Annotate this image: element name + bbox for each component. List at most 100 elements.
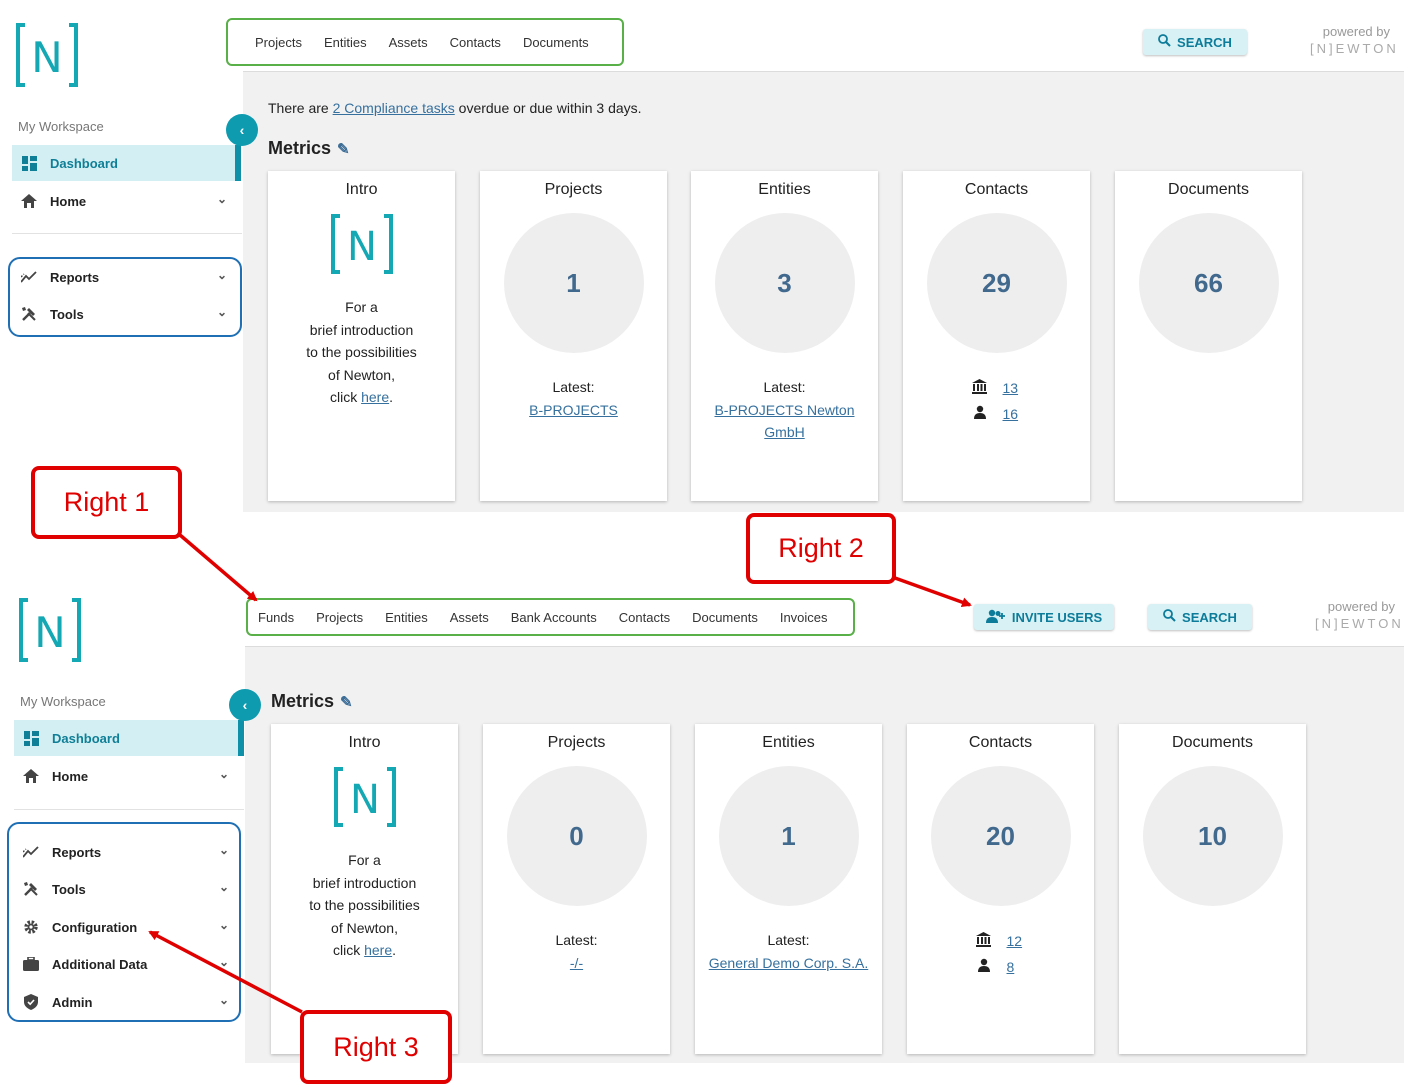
sidebar-item-label: Reports xyxy=(52,844,102,860)
metric-card-entities[interactable]: Entities 3 Latest: B-PROJECTS Newton Gmb… xyxy=(691,171,878,501)
card-title: Documents xyxy=(1172,734,1253,751)
search-button[interactable]: SEARCH xyxy=(1143,29,1247,55)
latest-label: Latest: xyxy=(767,932,810,948)
compliance-tasks-link[interactable]: 2 Compliance tasks xyxy=(332,100,455,116)
sidebar-item-additional-data[interactable]: Additional Data ⌄ xyxy=(14,946,239,982)
collapse-sidebar-button[interactable]: ‹ xyxy=(226,114,258,146)
edit-pencil-icon[interactable]: ✎ xyxy=(337,141,350,158)
tab-assets[interactable]: Assets xyxy=(449,609,489,625)
search-button[interactable]: SEARCH xyxy=(1148,604,1252,630)
sidebar-item-dashboard[interactable]: Dashboard xyxy=(12,145,237,181)
card-title: Contacts xyxy=(964,181,1029,198)
edit-pencil-icon[interactable]: ✎ xyxy=(340,694,353,711)
invite-users-button[interactable]: INVITE USERS xyxy=(974,604,1114,630)
home-icon xyxy=(20,192,38,210)
sidebar-item-reports[interactable]: Reports ⌄ xyxy=(14,834,239,870)
bank-icon xyxy=(971,379,989,397)
powered-by-text: powered by xyxy=(1322,24,1390,39)
sidebar-item-home[interactable]: Home ⌄ xyxy=(14,758,239,794)
persons-link[interactable]: 16 xyxy=(1002,405,1019,422)
bottom-screenshot: N My Workspace Dashboard Home ⌄ Reports … xyxy=(0,578,1404,1063)
metrics-heading: Metrics✎ xyxy=(271,691,353,711)
persons-link[interactable]: 8 xyxy=(1006,958,1015,975)
compliance-notice: There are 2 Compliance tasks overdue or … xyxy=(268,100,642,116)
newton-logo: N xyxy=(16,23,78,87)
metric-count: 20 xyxy=(930,766,1071,906)
powered-by: powered by [N]EWTON xyxy=(1315,599,1401,631)
trending-icon xyxy=(20,268,38,286)
dashboard-icon xyxy=(20,154,38,172)
newton-wordmark: [N]EWTON xyxy=(1310,41,1399,56)
sidebar-item-tools[interactable]: Tools ⌄ xyxy=(14,871,239,907)
sidebar-item-admin[interactable]: Admin ⌄ xyxy=(14,984,239,1020)
tab-invoices[interactable]: Invoices xyxy=(779,609,828,625)
sidebar-item-label: Dashboard xyxy=(52,730,120,746)
tab-contacts[interactable]: Contacts xyxy=(618,609,671,625)
sidebar-divider xyxy=(12,233,242,234)
tab-projects[interactable]: Projects xyxy=(255,34,302,50)
topbar-divider xyxy=(243,71,1404,72)
tab-documents[interactable]: Documents xyxy=(692,609,758,625)
latest-entity-link[interactable]: B-PROJECTS Newton GmbH xyxy=(714,402,855,440)
sidebar-item-dashboard[interactable]: Dashboard xyxy=(14,720,239,756)
person-count-row: 16 xyxy=(903,405,1090,422)
metric-count: 10 xyxy=(1142,766,1283,906)
tab-projects[interactable]: Projects xyxy=(316,609,364,625)
person-count-row: 8 xyxy=(907,958,1094,975)
sidebar-divider xyxy=(14,809,244,810)
latest-project-link[interactable]: -/- xyxy=(569,955,584,971)
svg-text:N: N xyxy=(347,224,377,270)
search-button-label: SEARCH xyxy=(1177,34,1232,50)
metric-card-projects[interactable]: Projects 1 Latest: B-PROJECTS xyxy=(480,171,667,501)
powered-by-text: powered by xyxy=(1327,599,1395,614)
add-user-icon xyxy=(985,609,1006,626)
tab-entities[interactable]: Entities xyxy=(323,34,367,50)
organizations-link[interactable]: 12 xyxy=(1006,933,1023,949)
workspace-label: My Workspace xyxy=(20,694,106,709)
chevron-down-icon: ⌄ xyxy=(218,880,229,894)
metric-card-contacts[interactable]: Contacts 29 13 16 xyxy=(903,171,1090,501)
tab-bank-accounts[interactable]: Bank Accounts xyxy=(510,609,597,625)
latest-entity-link[interactable]: General Demo Corp. S.A. xyxy=(708,955,869,971)
intro-description: For a brief introduction to the possibil… xyxy=(309,852,420,958)
sidebar-item-label: Reports xyxy=(50,269,100,285)
intro-here-link[interactable]: here xyxy=(361,389,390,405)
search-icon xyxy=(1158,34,1171,50)
latest-label: Latest: xyxy=(763,379,806,395)
sidebar-item-tools[interactable]: Tools ⌄ xyxy=(12,296,237,332)
metric-count: 0 xyxy=(506,766,647,906)
latest-label: Latest: xyxy=(552,379,595,395)
metric-card-contacts[interactable]: Contacts 20 12 8 xyxy=(907,724,1094,1054)
metric-card-documents[interactable]: Documents 66 xyxy=(1115,171,1302,501)
sidebar-item-label: Admin xyxy=(52,994,93,1010)
tab-funds[interactable]: Funds xyxy=(258,609,295,625)
dashboard-icon xyxy=(22,729,40,747)
powered-by: powered by [N]EWTON xyxy=(1310,24,1399,56)
tab-documents[interactable]: Documents xyxy=(522,34,589,50)
svg-text:N: N xyxy=(34,608,65,657)
tab-contacts[interactable]: Contacts xyxy=(449,34,501,50)
sidebar-item-configuration[interactable]: Configuration ⌄ xyxy=(14,909,239,945)
metric-card-documents[interactable]: Documents 10 xyxy=(1119,724,1306,1054)
workspace-label: My Workspace xyxy=(18,119,104,134)
newton-logo: N xyxy=(330,214,393,274)
sidebar: N My Workspace Dashboard Home ⌄ Reports … xyxy=(0,578,245,1063)
card-title: Intro xyxy=(345,181,378,198)
sidebar: N My Workspace Dashboard Home ⌄ Reports … xyxy=(0,0,243,512)
metric-card-projects[interactable]: Projects 0 Latest: -/- xyxy=(483,724,670,1054)
sidebar-item-reports[interactable]: Reports ⌄ xyxy=(12,259,237,295)
tab-entities[interactable]: Entities xyxy=(385,609,428,625)
callout-right-2: Right 2 xyxy=(746,513,896,584)
callout-right-1: Right 1 xyxy=(31,466,182,539)
person-icon xyxy=(975,958,993,975)
intro-here-link[interactable]: here xyxy=(364,942,393,958)
tab-assets[interactable]: Assets xyxy=(388,34,428,50)
organizations-link[interactable]: 13 xyxy=(1002,380,1019,396)
metric-card-intro: Intro N For a brief introduction to the … xyxy=(268,171,455,501)
collapse-sidebar-button[interactable]: ‹ xyxy=(229,689,261,721)
latest-project-link[interactable]: B-PROJECTS xyxy=(529,402,618,418)
metric-count: 3 xyxy=(714,213,855,353)
metric-card-entities[interactable]: Entities 1 Latest: General Demo Corp. S.… xyxy=(695,724,882,1054)
sidebar-item-label: Home xyxy=(50,193,87,209)
sidebar-item-home[interactable]: Home ⌄ xyxy=(12,183,237,219)
